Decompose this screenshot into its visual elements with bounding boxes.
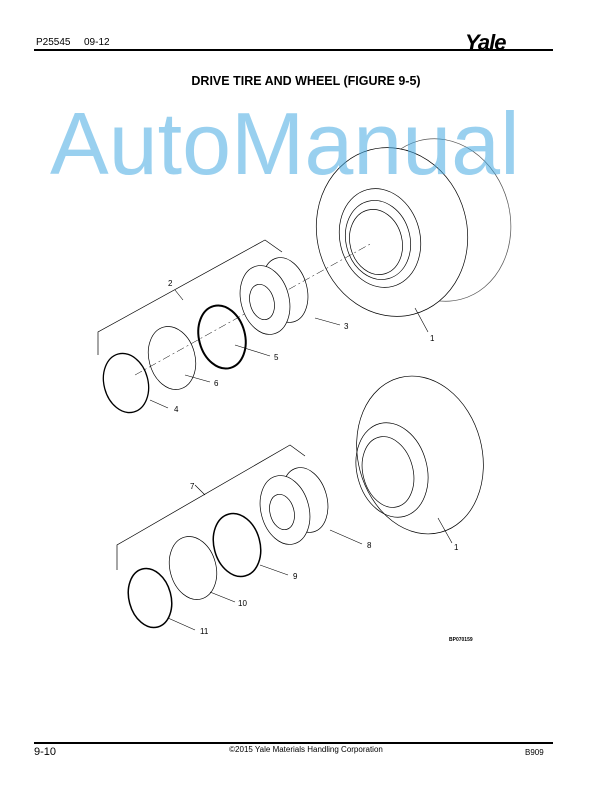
upper-tire [315,138,512,317]
callout-7: 7 [190,482,195,491]
callout-1-lower: 1 [454,543,459,552]
callout-10: 10 [238,599,247,608]
callout-bracket-2 [97,239,283,355]
part-5-ring [197,304,247,370]
page-number: 9-10 [34,746,57,758]
callout-5: 5 [274,353,279,362]
callout-11: 11 [200,627,209,636]
callout-9: 9 [293,572,298,581]
part-4-ring [102,352,150,414]
document-number: P25545 [36,37,71,48]
part-9-ring [212,512,262,578]
header-rule [34,49,553,51]
upper-wheel [239,257,309,335]
part-10-ring [168,536,218,600]
callout-bracket-7 [116,444,306,570]
lower-tire [355,375,484,535]
form-code: B909 [525,748,544,757]
copyright: ©2015 Yale Materials Handling Corporatio… [229,745,383,754]
callout-4: 4 [174,405,179,414]
callout-3: 3 [344,322,349,331]
watermark: AutoManual [50,94,520,193]
page-title: DRIVE TIRE AND WHEEL (FIGURE 9-5) [191,74,421,88]
callout-1: 1 [430,334,435,343]
drawing-code: BP070159 [449,637,473,643]
footer-rule [34,742,553,744]
callout-6: 6 [214,379,219,388]
part-11-ring [127,567,173,629]
callout-8: 8 [367,541,372,550]
callout-2: 2 [168,279,173,288]
lower-wheel [259,467,329,545]
part-6-ring [147,326,197,390]
document-date: 09-12 [84,37,110,48]
